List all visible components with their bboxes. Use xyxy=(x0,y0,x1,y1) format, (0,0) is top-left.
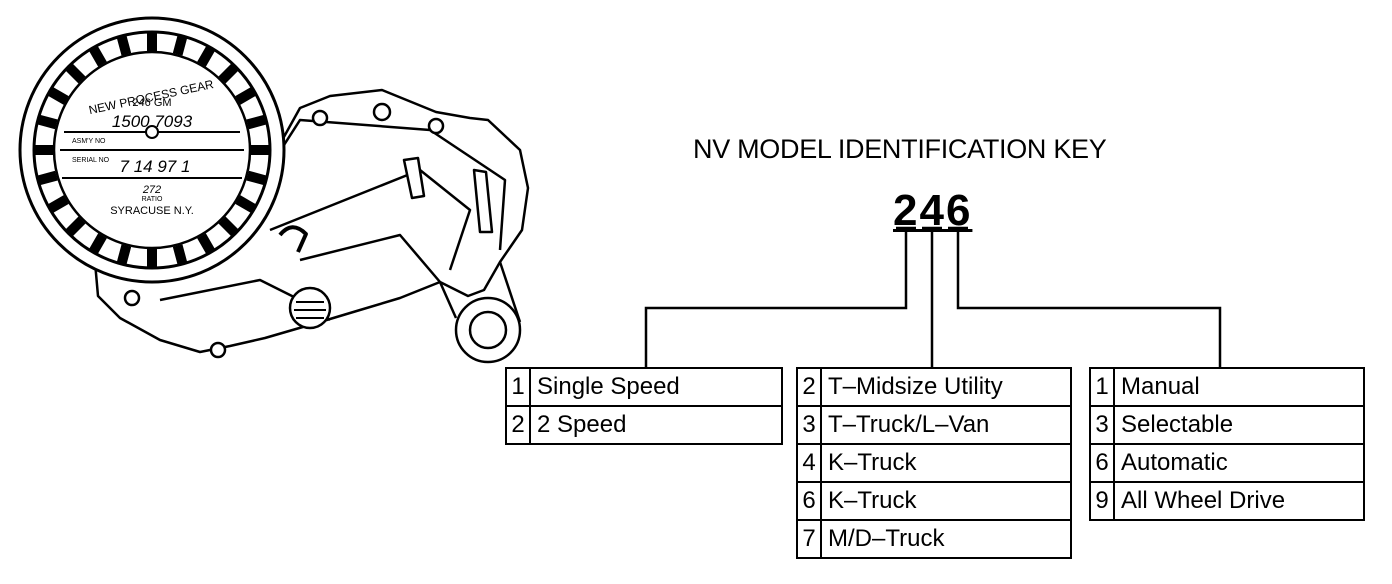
ring-mark xyxy=(147,249,157,267)
ring-mark xyxy=(197,233,215,254)
plate-ratio-value: 272 xyxy=(142,184,161,196)
vehicle-table: 2 T–Midsize Utility 3 T–Truck/L–Van 4 K–… xyxy=(796,367,1072,559)
table-row: 2 T–Midsize Utility xyxy=(796,367,1072,407)
model-number: 246 xyxy=(893,186,973,235)
ring-mark xyxy=(89,46,107,67)
mode-code: 9 xyxy=(1089,481,1115,521)
mode-code: 6 xyxy=(1089,443,1115,483)
table-row: 3 T–Truck/L–Van xyxy=(796,405,1072,445)
ring-mark xyxy=(246,114,267,130)
connector-lines xyxy=(644,226,1222,367)
speed-label: Single Speed xyxy=(529,367,783,407)
table-row: 9 All Wheel Drive xyxy=(1089,481,1365,521)
ring-mark xyxy=(197,46,215,67)
id-label-plate: NEW PROCESS GEAR 246 GM 1500 7093 ASM'Y … xyxy=(18,16,286,284)
diagram-title: NV MODEL IDENTIFICATION KEY xyxy=(693,134,1107,164)
vehicle-code: 6 xyxy=(796,481,822,521)
vehicle-code: 2 xyxy=(796,367,822,407)
ring-mark xyxy=(48,87,69,105)
vehicle-label: K–Truck xyxy=(820,481,1072,521)
plate-serial-number: 7 14 97 1 xyxy=(120,157,191,176)
speed-table: 1 Single Speed 2 2 Speed xyxy=(505,367,783,445)
ring-mark xyxy=(147,33,157,51)
ring-mark xyxy=(218,63,239,84)
table-row: 3 Selectable xyxy=(1089,405,1365,445)
vehicle-label: M/D–Truck xyxy=(820,519,1072,559)
plate-ratio-label: RATIO xyxy=(142,196,163,203)
table-row: 1 Manual xyxy=(1089,367,1365,407)
ring-mark xyxy=(89,233,107,254)
ring-mark xyxy=(116,35,132,56)
ring-mark xyxy=(37,170,58,186)
table-row: 6 K–Truck xyxy=(796,481,1072,521)
label-plate-ring-marks xyxy=(35,33,269,267)
speed-code: 1 xyxy=(505,367,531,407)
mode-label: All Wheel Drive xyxy=(1113,481,1365,521)
plate-assembly-label: ASM'Y NO xyxy=(72,138,106,145)
ring-mark xyxy=(35,145,53,155)
ring-mark xyxy=(235,87,256,105)
ring-mark xyxy=(218,216,239,237)
ring-mark xyxy=(246,170,267,186)
vehicle-code: 7 xyxy=(796,519,822,559)
mode-code: 1 xyxy=(1089,367,1115,407)
plate-city: SYRACUSE N.Y. xyxy=(110,205,194,217)
ring-mark xyxy=(48,195,69,213)
mode-label: Manual xyxy=(1113,367,1365,407)
connector-digit-6 xyxy=(956,228,1222,367)
vehicle-label: T–Midsize Utility xyxy=(820,367,1072,407)
vehicle-code: 4 xyxy=(796,443,822,483)
mode-code: 3 xyxy=(1089,405,1115,445)
table-row: 7 M/D–Truck xyxy=(796,519,1072,559)
table-row: 6 Automatic xyxy=(1089,443,1365,483)
vehicle-code: 3 xyxy=(796,405,822,445)
ring-mark xyxy=(116,244,132,265)
ring-mark xyxy=(172,244,188,265)
mode-table: 1 Manual 3 Selectable 6 Automatic 9 All … xyxy=(1089,367,1365,521)
table-row: 1 Single Speed xyxy=(505,367,783,407)
table-row: 2 2 Speed xyxy=(505,405,783,445)
vehicle-label: T–Truck/L–Van xyxy=(820,405,1072,445)
ring-mark xyxy=(65,63,86,84)
ring-mark xyxy=(37,114,58,130)
plate-model-line: 246 GM xyxy=(132,97,171,109)
plate-assembly-number: 1500 7093 xyxy=(112,112,193,131)
plate-serial-label: SERIAL NO xyxy=(72,157,110,164)
ring-mark xyxy=(65,216,86,237)
connector-digit-2 xyxy=(644,228,908,367)
table-row: 4 K–Truck xyxy=(796,443,1072,483)
transfer-case-illustration xyxy=(93,88,530,364)
ring-mark xyxy=(235,195,256,213)
ring-mark xyxy=(172,35,188,56)
ring-mark xyxy=(251,145,269,155)
mode-label: Selectable xyxy=(1113,405,1365,445)
mode-label: Automatic xyxy=(1113,443,1365,483)
speed-label: 2 Speed xyxy=(529,405,783,445)
speed-code: 2 xyxy=(505,405,531,445)
vehicle-label: K–Truck xyxy=(820,443,1072,483)
